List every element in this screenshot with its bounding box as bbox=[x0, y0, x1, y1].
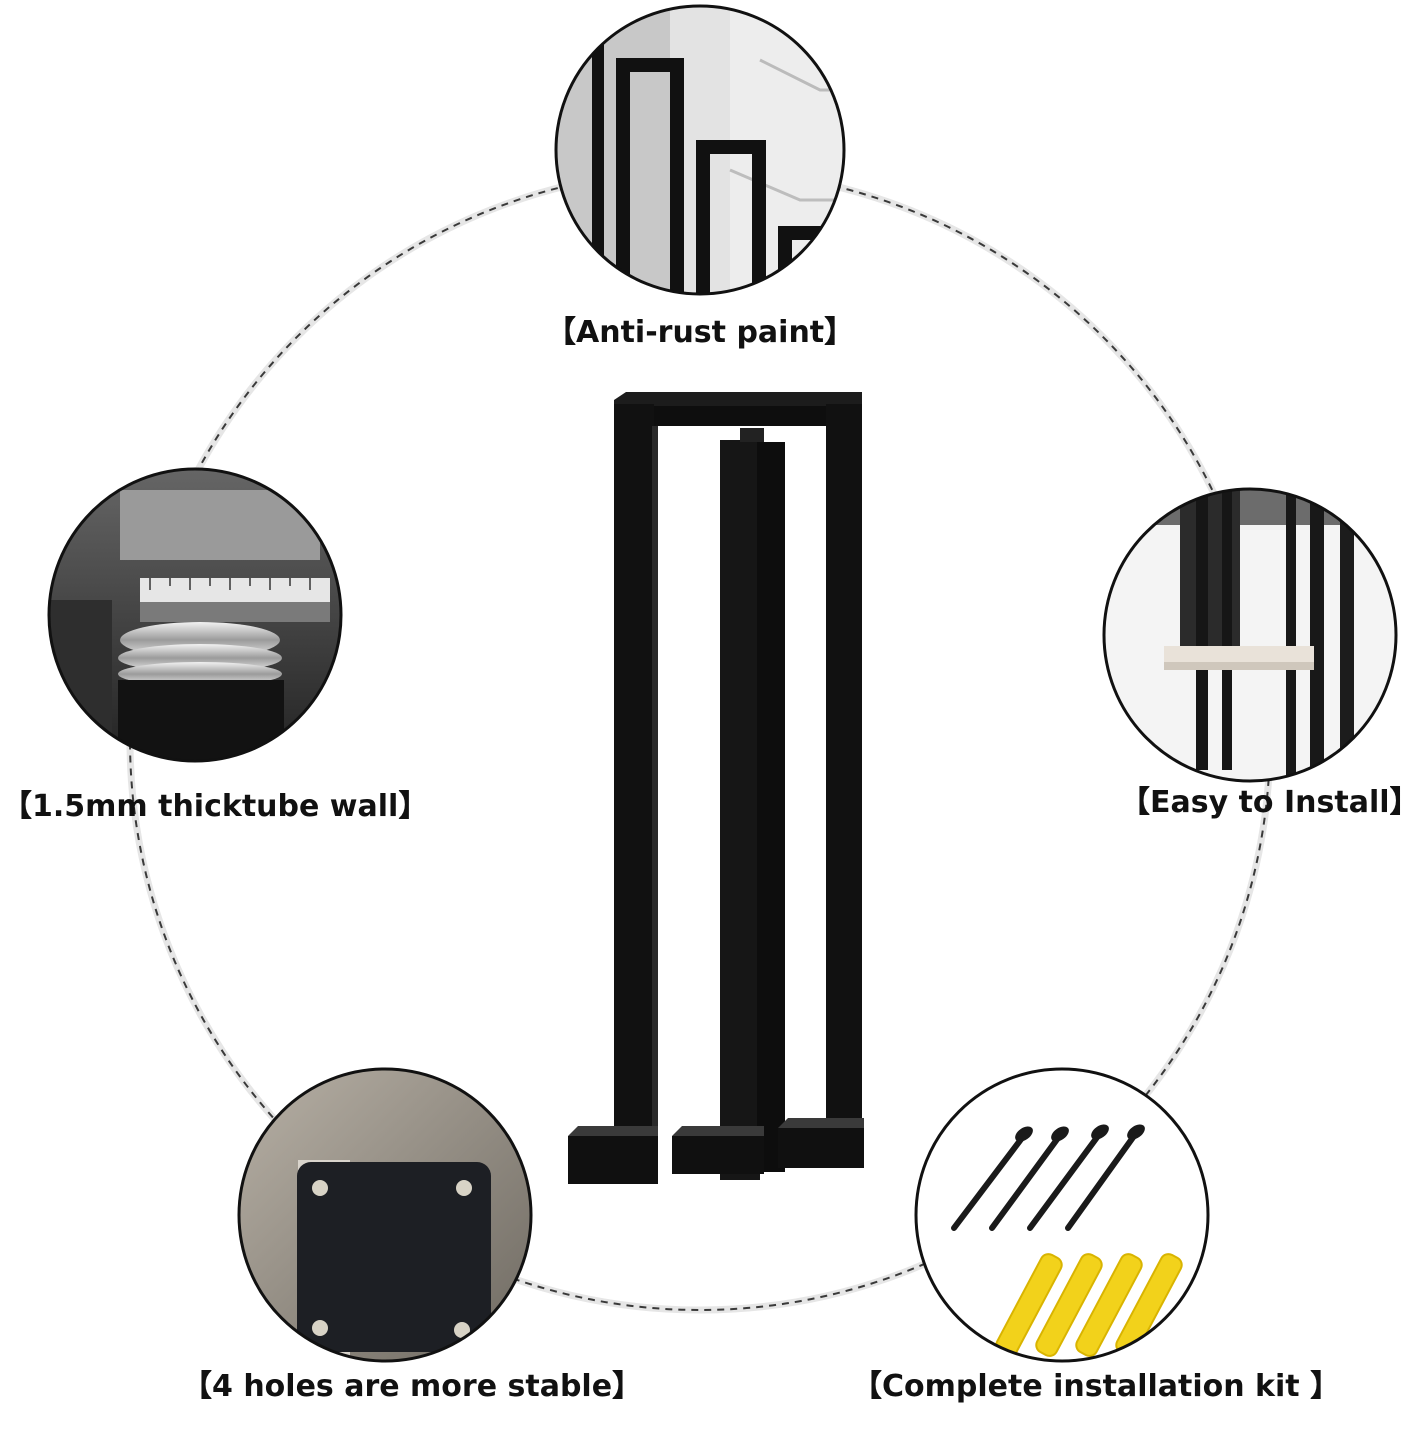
install-kit-photo bbox=[914, 1067, 1210, 1363]
stair-bracket-image bbox=[568, 392, 864, 1184]
easy-install-photo bbox=[1102, 487, 1398, 783]
four-holes-photo bbox=[237, 1067, 533, 1363]
anti-rust-caption: 【Anti-rust paint】 bbox=[546, 315, 855, 350]
easy-install-caption: 【Easy to Install】 bbox=[1120, 785, 1406, 820]
anti-rust-photo bbox=[554, 4, 846, 296]
tube-wall-caption: 【1.5mm thicktube wall】 bbox=[2, 789, 429, 824]
tube-wall-photo bbox=[47, 467, 343, 763]
install-kit-caption: 【Complete installation kit 】 bbox=[852, 1369, 1341, 1404]
four-holes-caption: 【4 holes are more stable】 bbox=[182, 1369, 643, 1404]
